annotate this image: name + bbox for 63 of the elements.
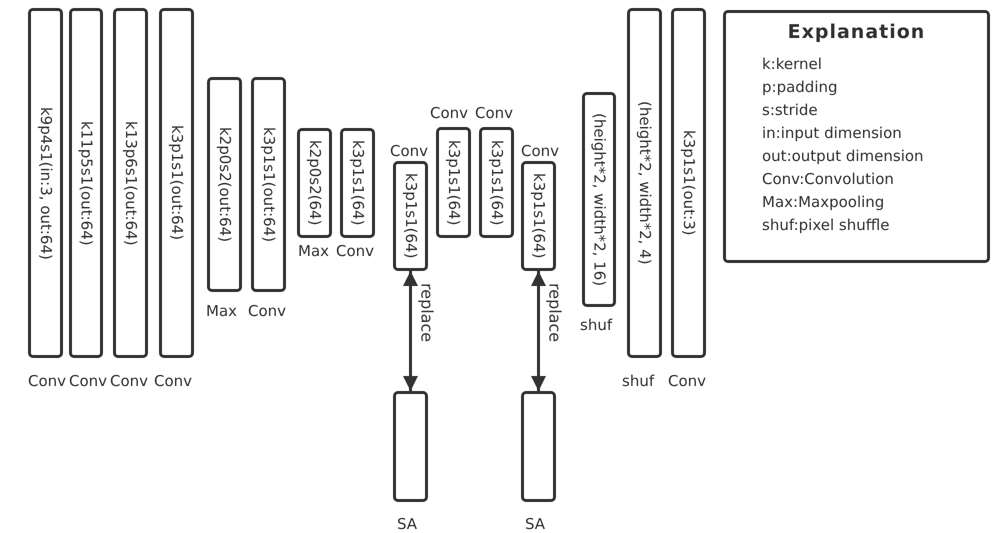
layer-params: k2p0s2(64)	[307, 140, 322, 226]
layer-type-label: Conv	[668, 374, 706, 389]
layer-block	[582, 92, 616, 307]
layer-params: k3p1s1(out:64)	[261, 126, 276, 242]
layer-type-label: Conv	[521, 144, 560, 159]
empty-block	[521, 391, 556, 502]
layer-type-label: Conv	[69, 374, 108, 389]
double-arrow	[531, 271, 546, 391]
layer-block	[207, 77, 242, 292]
layer-params: (height*2, width*2, 4)	[637, 101, 652, 265]
layer-block	[113, 8, 148, 358]
layer-params: k3p1s1(64)	[531, 173, 546, 259]
layer-params: k9p4s1(in:3, out:64)	[38, 106, 53, 260]
layer-type-label: SA	[397, 517, 418, 532]
layer-block	[297, 128, 332, 238]
layer-type-label: SA	[525, 517, 546, 532]
layer-block	[251, 77, 286, 292]
layer-params: k3p1s1(64)	[350, 140, 365, 226]
definition-text: k:kernel	[762, 54, 822, 75]
layer-params: k3p1s1(64)	[403, 173, 418, 259]
definition-text: s:stride	[762, 100, 818, 121]
layer-block	[436, 127, 471, 238]
layer-block	[340, 128, 375, 238]
layer-type-label: Conv	[475, 106, 514, 121]
definition-text: in:input dimension	[762, 123, 902, 144]
layer-type-label: Conv	[154, 374, 192, 389]
layer-type-label: Conv	[110, 374, 148, 389]
layer-block	[479, 127, 514, 238]
layer-type-label: Conv	[28, 374, 66, 389]
layer-type-label: shuf	[580, 318, 612, 333]
layer-params: k2p0s2(out:64)	[217, 126, 232, 242]
empty-block	[393, 391, 428, 502]
layer-type-label: Conv	[390, 144, 428, 159]
definition-text: Conv:Convolution	[762, 169, 894, 190]
definition-text: Max:Maxpooling	[762, 192, 884, 213]
layer-block	[627, 8, 662, 358]
layer-block	[69, 8, 103, 358]
layer-params: k3p1s1(out:64)	[169, 125, 184, 241]
panel-heading: Explanation	[788, 21, 926, 43]
layer-block	[28, 8, 63, 358]
layer-block	[159, 8, 194, 358]
edge-label: replace	[546, 283, 562, 342]
layer-params: k13p6s1(out:64)	[123, 120, 138, 246]
layer-block	[393, 161, 428, 271]
layer-params: k3p1s1(64)	[446, 140, 461, 226]
layer-type-label: Max	[298, 244, 330, 259]
layer-type-label: Max	[206, 304, 238, 319]
layer-params: k3p1s1(out:3)	[681, 130, 696, 236]
definition-text: p:padding	[762, 77, 838, 98]
edge-label: replace	[418, 283, 434, 342]
layer-type-label: Conv	[430, 106, 468, 121]
layer-params: (height*2, width*2, 16)	[592, 112, 606, 286]
layer-type-label: Conv	[248, 304, 286, 319]
layer-type-label: Conv	[336, 244, 374, 259]
layer-block	[521, 161, 556, 271]
layer-params: k3p1s1(64)	[489, 140, 504, 226]
definition-text: out:output dimension	[762, 146, 924, 167]
layer-type-label: shuf	[622, 374, 654, 389]
double-arrow	[403, 271, 418, 391]
layer-params: k11p5s1(out:64)	[78, 120, 94, 246]
layer-block	[671, 8, 706, 358]
explanation-panel	[723, 10, 990, 263]
definition-text: shuf:pixel shuffle	[762, 215, 890, 236]
